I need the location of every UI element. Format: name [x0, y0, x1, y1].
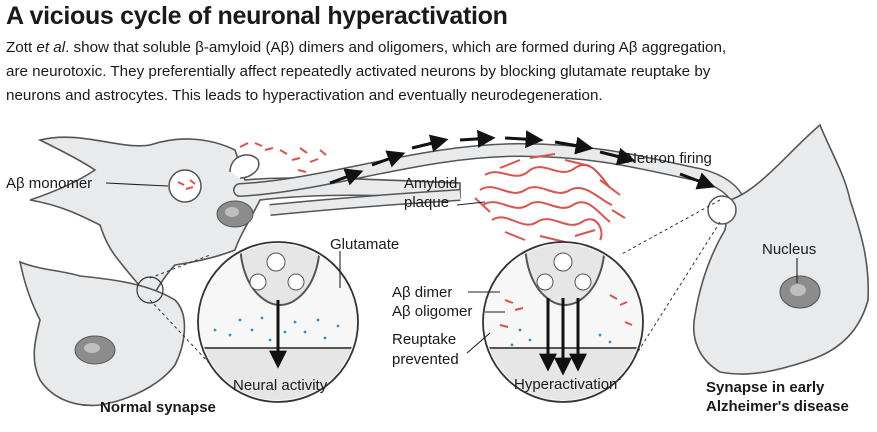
hyperactivation-arrows: [539, 298, 587, 376]
right-neuron: [693, 123, 870, 375]
figure-title: A vicious cycle of neuronal hyperactivat…: [6, 2, 508, 30]
label-hyperactivation: Hyperactivation: [514, 376, 617, 393]
label-neuron-firing: Neuron firing: [626, 150, 712, 167]
label-ab-monomer: Aβ monomer: [6, 175, 92, 192]
caption-line2: are neurotoxic. They preferentially affe…: [6, 63, 711, 80]
label-early-ad-line2: Alzheimer's disease: [706, 398, 849, 415]
caption-et-al: et al: [36, 39, 66, 56]
normal-synapse-origin-circle: [136, 276, 164, 304]
label-ab-dimer: Aβ dimer: [392, 284, 452, 301]
bottom-left-neuron: [18, 260, 186, 407]
ab-monomers: [177, 142, 327, 190]
label-neural-activity: Neural activity: [233, 377, 328, 394]
caption-line1-rest: . show that soluble β-amyloid (Aβ) dimer…: [65, 39, 727, 56]
label-ab-oligomer: Aβ oligomer: [392, 303, 472, 320]
label-early-ad-line1: Synapse in early: [706, 379, 825, 396]
leader-lines: [105, 182, 798, 354]
neuron-firing-arrows: [329, 129, 716, 190]
label-glutamate: Glutamate: [330, 236, 399, 253]
amyloid-plaque: [474, 153, 626, 243]
label-nucleus: Nucleus: [762, 241, 816, 258]
label-amyloid-line2: plaque: [404, 194, 449, 211]
label-reuptake-line1: Reuptake: [392, 331, 456, 348]
label-normal-synapse: Normal synapse: [100, 399, 216, 416]
caption-line3: neurons and astrocytes. This leads to hy…: [6, 87, 603, 104]
left-neuron: [29, 136, 461, 302]
figure-caption: Zott et al. show that soluble β-amyloid …: [6, 36, 871, 108]
caption-authors: Zott: [6, 39, 37, 56]
label-amyloid-line1: Amyloid: [404, 175, 457, 192]
label-reuptake-line2: prevented: [392, 351, 459, 368]
